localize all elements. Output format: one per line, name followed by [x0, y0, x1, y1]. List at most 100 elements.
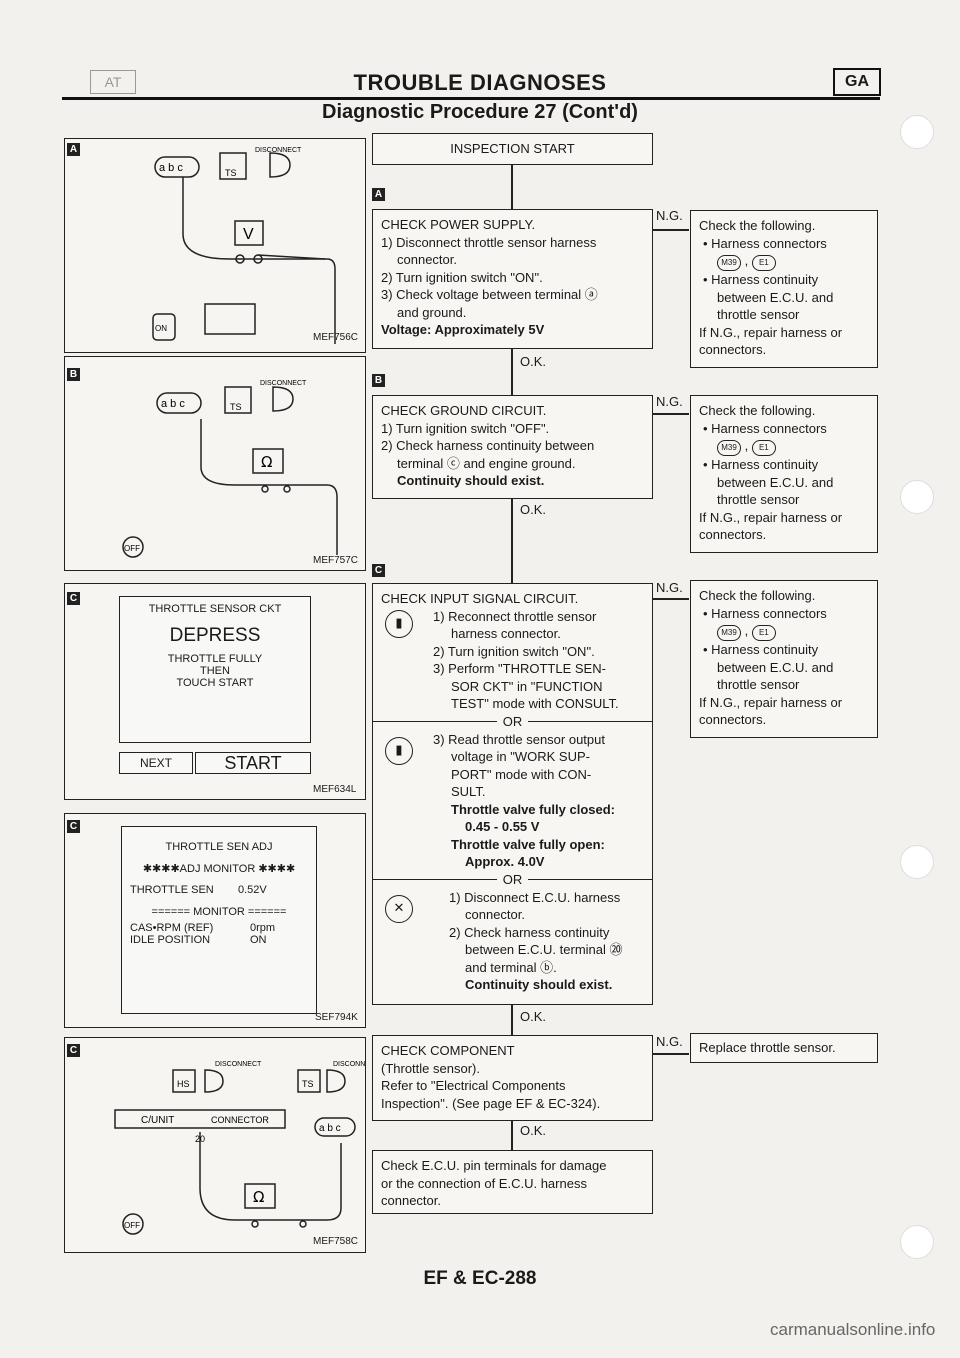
spec-value: 0.45 - 0.55 V	[465, 819, 540, 834]
binder-hole	[900, 115, 934, 149]
figure-panel-c2: C THROTTLE SEN ADJ ✱✱✱✱ADJ MONITOR ✱✱✱✱ …	[64, 813, 366, 1028]
ts-label: TS	[225, 168, 237, 178]
action-line: between E.C.U. and	[717, 289, 834, 305]
consult-icon: ▮	[385, 736, 413, 765]
step-line: CHECK POWER SUPPLY.	[381, 217, 536, 232]
step-line: PORT" mode with CON-	[451, 766, 592, 782]
action-line: • Harness continuity	[703, 272, 819, 287]
ng-action-box-b: Check the following. • Harness connector…	[690, 395, 878, 553]
step-line: 1) Reconnect throttle sensor	[433, 608, 597, 624]
voltage-check-figure: a b c TS DISCONNECT V ON	[152, 147, 336, 344]
connector-icon: E1	[751, 440, 776, 456]
panel-marker: C	[67, 820, 80, 833]
action-line: Check the following.	[699, 588, 816, 603]
step-line: connector.	[397, 252, 457, 267]
hs-label: HS	[177, 1079, 190, 1089]
row-label: CAS•RPM (REF)	[130, 922, 214, 934]
ohmmeter-icon: ✕	[385, 894, 413, 923]
panel-marker: C	[67, 592, 80, 605]
page-number: EF & EC-288	[423, 1268, 537, 1289]
action-line: • Harness connectors	[703, 605, 827, 621]
start-button[interactable]: START	[195, 752, 311, 774]
step-line: Check E.C.U. pin terminals for damage	[381, 1158, 607, 1173]
step-line: and ground.	[397, 304, 467, 320]
ng-label: N.G.	[656, 208, 683, 223]
step-line: terminal ⓒ and engine ground.	[397, 455, 576, 471]
step-line: 2) Check harness continuity between	[381, 438, 595, 453]
step-line: CHECK GROUND CIRCUIT.	[381, 403, 547, 418]
step-line: and terminal ⓑ.	[465, 959, 557, 975]
ignition-off-icon: OFF	[124, 544, 140, 553]
action-line: between E.C.U. and	[717, 474, 834, 490]
binder-hole	[900, 480, 934, 514]
or-label: OR	[496, 713, 529, 729]
connector-icon: M39	[717, 440, 741, 456]
ecu-continuity-figure: HS TS DISCONNECT DISCONNECT C/UNIT CONNE…	[114, 1061, 365, 1235]
figure-panel-c3: C HS TS DISCONNECT DISCONNECT C/UNIT CON…	[64, 1037, 366, 1253]
figure-code: MEF756C	[313, 332, 359, 343]
connector-icon: E1	[751, 255, 776, 271]
screen-line: ====== MONITOR ======	[151, 906, 287, 918]
screen-line: TOUCH START	[176, 677, 254, 689]
screen-line: THROTTLE FULLY	[167, 653, 263, 665]
step-line: SOR CKT" in "FUNCTION	[451, 678, 603, 694]
section-tag-right: GA	[833, 68, 881, 96]
flow-line	[511, 165, 513, 209]
action-line: throttle sensor	[717, 307, 800, 322]
consult-icon: ▮	[385, 610, 413, 638]
adj-monitor-screen: THROTTLE SEN ADJ ✱✱✱✱ADJ MONITOR ✱✱✱✱ TH…	[121, 826, 317, 1014]
action-line: • Harness connectors	[703, 235, 827, 251]
flow-line	[511, 349, 513, 395]
step-line: Refer to "Electrical Components	[381, 1078, 566, 1093]
figure-panel-c1: C THROTTLE SENSOR CKT DEPRESS THROTTLE F…	[64, 583, 366, 800]
flow-line	[511, 1005, 513, 1035]
ng-label: N.G.	[656, 580, 683, 595]
connector-icon: E1	[751, 625, 776, 641]
action-line: throttle sensor	[717, 492, 800, 507]
ng-arrow	[653, 1053, 689, 1055]
ng-arrow	[653, 229, 689, 231]
row-label: IDLE POSITION	[130, 934, 211, 946]
cunit-label: C/UNIT	[141, 1115, 174, 1126]
action-line: • Harness continuity	[703, 457, 819, 472]
ok-label: O.K.	[520, 502, 547, 517]
step-line: harness connector.	[451, 626, 561, 641]
step-result: Continuity should exist.	[465, 977, 613, 992]
ng-arrow	[653, 413, 689, 415]
connector-icon: M39	[717, 255, 741, 271]
figure-panel-a: A a b c TS DISCONNECT V ON MEF756C	[64, 138, 366, 353]
ground-check-figure: a b c TS DISCONNECT Ω OFF	[122, 380, 338, 558]
action-line: connectors.	[699, 712, 767, 727]
action-line: If N.G., repair harness or	[699, 509, 843, 525]
step-line: Inspection". (See page EF & EC-324).	[381, 1095, 601, 1111]
action-line: Check the following.	[699, 403, 816, 418]
consult-screen: THROTTLE SENSOR CKT DEPRESS THROTTLE FUL…	[119, 596, 311, 743]
step-box-check-component: CHECK COMPONENT (Throttle sensor). Refer…	[372, 1035, 653, 1121]
row-value: 0.52V	[238, 884, 267, 896]
step-line: 1) Disconnect E.C.U. harness	[449, 889, 621, 905]
step-line: connector.	[381, 1193, 441, 1208]
ok-label: O.K.	[520, 1009, 547, 1024]
step-marker: B	[372, 374, 385, 387]
ohmmeter-icon: Ω	[253, 1188, 264, 1206]
step-line: 3) Read throttle sensor output	[433, 731, 605, 747]
ts-label: TS	[302, 1079, 314, 1089]
next-button[interactable]: NEXT	[119, 752, 193, 774]
step-line: TEST" mode with CONSULT.	[451, 696, 619, 711]
screen-title: THROTTLE SENSOR CKT	[148, 603, 282, 615]
or-label: OR	[496, 871, 529, 887]
row-value: ON	[250, 934, 267, 946]
step-line: 3) Check voltage between terminal ⓐ	[381, 287, 598, 302]
disconnect-label: DISCONNECT	[260, 380, 307, 387]
step-marker: A	[372, 188, 385, 201]
connector-pins: a b c	[159, 162, 183, 174]
step-marker: C	[372, 564, 385, 577]
header-rule	[62, 97, 880, 100]
connector-icon: M39	[717, 625, 741, 641]
step-line: 2) Check harness continuity	[449, 924, 610, 940]
figure-code: MEF757C	[313, 555, 359, 566]
action-line: between E.C.U. and	[717, 659, 834, 675]
action-line: If N.G., repair harness or	[699, 324, 843, 340]
step-line: or the connection of E.C.U. harness	[381, 1175, 587, 1191]
step-line: 1) Turn ignition switch "OFF".	[381, 420, 550, 436]
